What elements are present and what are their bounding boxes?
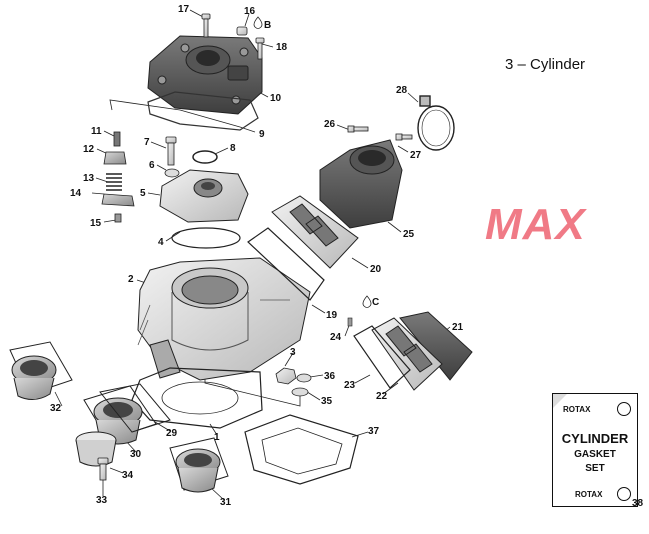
- callout-25: 25: [403, 229, 415, 240]
- hose-clamp: [417, 95, 455, 151]
- callout-11: 11: [91, 126, 102, 137]
- callout-29: 29: [166, 428, 178, 439]
- callout-38: 38: [632, 498, 644, 509]
- callout-30: 30: [130, 449, 142, 460]
- callout-20: 20: [370, 264, 382, 275]
- callout-5: 5: [140, 188, 146, 199]
- kit-line-1: CYLINDER: [561, 431, 629, 446]
- callout-17: 17: [178, 4, 190, 15]
- callout-23: 23: [344, 380, 356, 391]
- callout-37: 37: [368, 426, 380, 437]
- callout-34: 34: [122, 470, 134, 481]
- rotax-logo-icon: [617, 402, 631, 416]
- section-title: 3 – Cylinder: [505, 56, 586, 73]
- callout-8: 8: [230, 143, 236, 154]
- oil-drop-icon: [253, 16, 263, 29]
- decompression-valve: [101, 131, 135, 223]
- callout-22: 22: [376, 391, 388, 402]
- callout-28: 28: [396, 85, 408, 96]
- callout-13: 13: [83, 173, 95, 184]
- callout-10: 10: [270, 93, 282, 104]
- cylinder-head-cover: [147, 35, 263, 115]
- callout-31: 31: [220, 497, 232, 508]
- reed-valve-lower: [347, 311, 473, 391]
- upper-small-parts: [164, 136, 218, 178]
- exhaust-gasket-29: [99, 383, 171, 433]
- callout-c: C: [372, 297, 379, 308]
- callout-3: 3: [290, 347, 296, 358]
- callout-6: 6: [149, 160, 155, 171]
- callout-24: 24: [330, 332, 342, 343]
- exhaust-socket-32: [9, 341, 73, 400]
- callout-19: 19: [326, 310, 338, 321]
- callout-21: 21: [452, 322, 464, 333]
- exhaust-spring: [75, 431, 117, 467]
- cylinder-body: [137, 257, 311, 381]
- callout-36: 36: [324, 371, 336, 382]
- callout-1: 1: [214, 432, 220, 443]
- cylinder-nut: [275, 367, 312, 397]
- reed-gasket-upper: [247, 227, 325, 301]
- oil-drop-icon-c: [362, 295, 372, 308]
- callout-7: 7: [144, 137, 150, 148]
- exhaust-bolt: [97, 457, 109, 481]
- callout-labels: 17 16 B 18 10 9 11 7 8 12 6 13 14 5 15 4…: [50, 4, 464, 508]
- kit-brand-top: ROTAX: [563, 405, 591, 414]
- callout-14: 14: [70, 188, 82, 199]
- kit-line-3: SET: [585, 463, 605, 474]
- callout-b: B: [264, 20, 271, 31]
- gasket-kit-box: ROTAX CYLINDER GASKET SET ROTAX: [552, 393, 638, 507]
- callout-27: 27: [410, 150, 422, 161]
- reed-valve-block-upper: [271, 195, 359, 269]
- kit-fold-corner: [553, 394, 567, 408]
- callout-9: 9: [259, 129, 265, 140]
- intake-manifold: [319, 139, 403, 229]
- rotax-logo-icon-bottom: [617, 487, 631, 501]
- callout-18: 18: [276, 42, 288, 53]
- head-cover-gasket: [147, 91, 259, 131]
- head-o-ring: [171, 227, 241, 249]
- exhaust-gasket: [244, 414, 359, 485]
- callout-33: 33: [96, 495, 108, 506]
- callout-16: 16: [244, 6, 256, 17]
- callout-35: 35: [321, 396, 333, 407]
- exhaust-socket-30: [83, 385, 157, 445]
- kit-line-2: GASKET: [574, 449, 616, 460]
- callout-12: 12: [83, 144, 95, 155]
- top-bolts: [201, 13, 265, 60]
- callout-32: 32: [50, 403, 62, 414]
- callout-4: 4: [158, 237, 164, 248]
- callout-26: 26: [324, 119, 336, 130]
- model-watermark: MAX: [485, 200, 586, 249]
- callout-2: 2: [128, 274, 134, 285]
- cylinder-head: [159, 169, 249, 223]
- manifold-bolts: [347, 125, 413, 141]
- kit-brand-bottom: ROTAX: [575, 490, 603, 499]
- exhaust-socket-31: [169, 437, 229, 493]
- callout-15: 15: [90, 218, 102, 229]
